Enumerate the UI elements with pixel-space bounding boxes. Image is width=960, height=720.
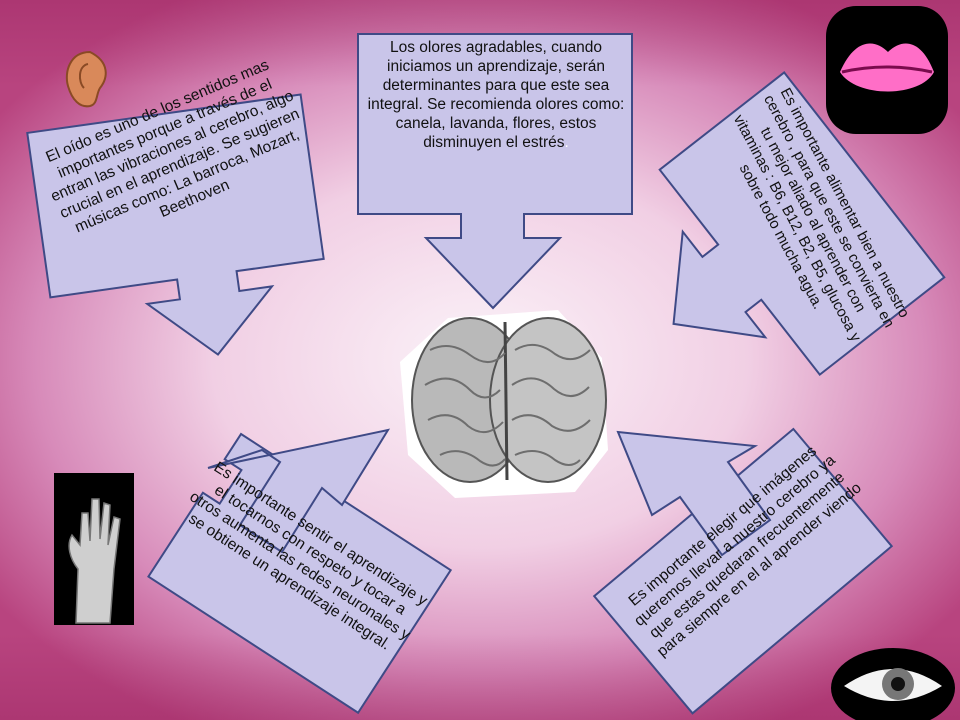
ear-icon — [65, 50, 107, 108]
eye-icon — [831, 648, 955, 720]
callout-left-shape — [26, 93, 325, 356]
lips-icon — [826, 6, 948, 134]
callout-top-sentence: Los olores agradables, cuando iniciamos … — [367, 39, 625, 151]
callout-bottomright-arrow — [616, 430, 772, 557]
callout-bottomleft-arrow — [207, 428, 391, 554]
hand-icon — [54, 473, 134, 625]
callout-top-end: . — [564, 134, 569, 151]
callout-right-shape — [658, 71, 946, 377]
callout-top-text: Los olores agradables, cuando iniciamos … — [362, 38, 630, 152]
callout-top-shape — [357, 33, 633, 310]
brain-icon — [411, 317, 607, 483]
